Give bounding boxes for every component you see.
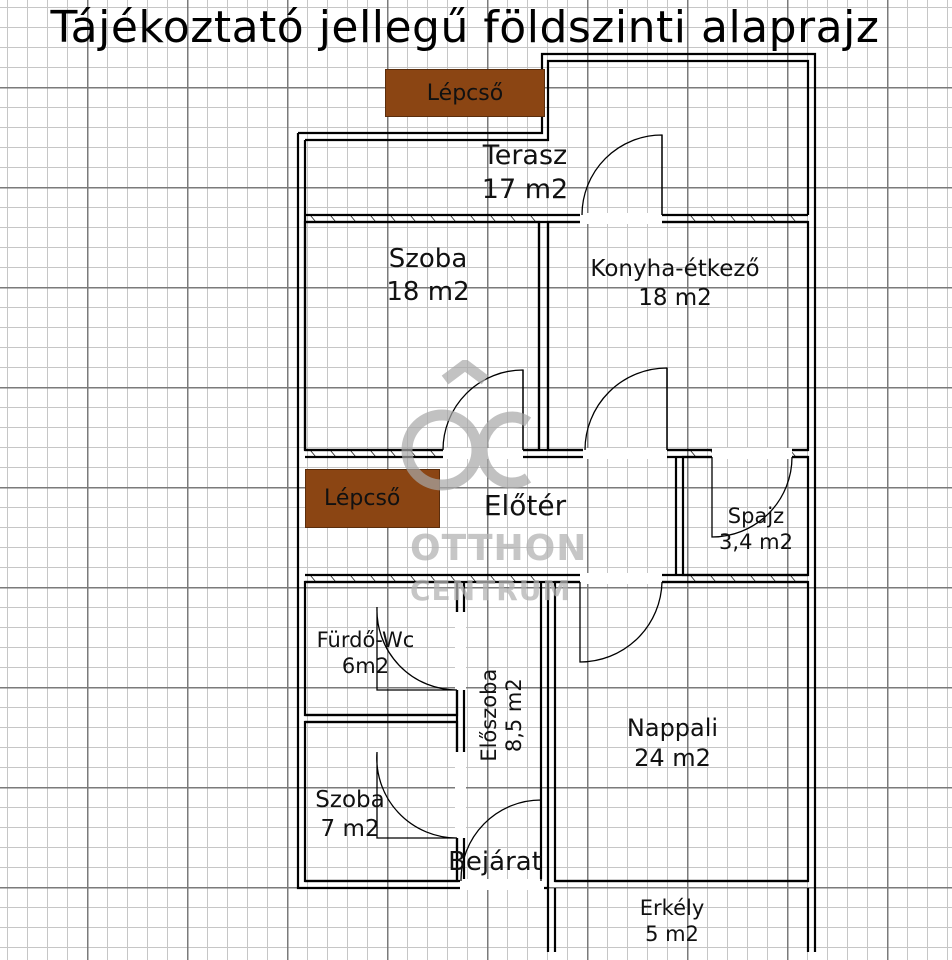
room-szoba-big: Szoba 18 m2: [358, 243, 498, 308]
outer-wall: [298, 52, 817, 952]
door-arc-furdo: [376, 606, 458, 691]
stair-top: Lépcső: [385, 69, 545, 117]
door-arc-terasz: [581, 134, 663, 216]
room-furdo: Fürdő-Wc 6m2: [303, 627, 428, 680]
room-konyha: Konyha-étkező 18 m2: [570, 255, 780, 313]
door-arc-bejarat: [460, 799, 542, 882]
room-bejarat-name: Bejárat: [448, 847, 542, 877]
room-nappali: Nappali 24 m2: [600, 713, 745, 773]
room-erkely: Erkély 5 m2: [622, 895, 722, 948]
door-arc-szoba-small: [376, 751, 458, 839]
stair-top-label: Lépcső: [426, 80, 504, 106]
door-opening-konyha: [583, 448, 667, 459]
room-erkely-name: Erkély: [639, 896, 705, 920]
room-bejarat: Bejárat: [440, 846, 550, 879]
center-wall: [537, 222, 550, 450]
outer-wall-inner-line: [305, 59, 810, 215]
room-konyha-name: Konyha-étkező: [590, 256, 760, 282]
room-spajz-area: 3,4 m2: [719, 530, 793, 555]
room-furdo-area: 6m2: [341, 654, 390, 679]
room-szoba-big-area: 18 m2: [386, 276, 470, 307]
room-spajz: Spajz 3,4 m2: [706, 503, 806, 556]
nappali-left-wall: [539, 582, 550, 888]
room-eloszoba-area: 8,5 m2: [502, 678, 526, 753]
door-leaf-lines: [522, 135, 668, 450]
door-opening-bejarat: [460, 879, 544, 890]
page-title: Tájékoztató jellegű földszinti alaprajz: [50, 2, 880, 53]
room-erkely-area: 5 m2: [645, 922, 699, 947]
room-szoba-small-area: 7 m2: [320, 815, 380, 842]
room-terasz: Terasz 17 m2: [455, 139, 595, 207]
door-opening-furdo: [455, 612, 466, 690]
room-furdo-name: Fürdő-Wc: [316, 628, 415, 652]
room-szoba-big-name: Szoba: [388, 244, 468, 274]
door-arc-szoba: [442, 369, 524, 451]
room-eloszoba: Előszoba 8,5 m2: [477, 650, 527, 780]
door-opening-nappali: [580, 573, 662, 584]
wall-hatch-terrace: [309, 214, 797, 223]
door-arc-spajz: [711, 456, 793, 538]
room-terasz-area: 17 m2: [481, 173, 569, 205]
room-terasz-name: Terasz: [482, 140, 568, 171]
door-arc-nappali: [579, 581, 663, 663]
room-eloter-name: Előtér: [483, 489, 567, 522]
door-arc-konyha: [584, 367, 668, 451]
room-eloszoba-name: Előszoba: [476, 668, 501, 762]
room-szoba-small-name: Szoba: [315, 787, 385, 813]
watermark-line2: CENTRUM: [410, 574, 572, 607]
room-konyha-area: 18 m2: [638, 284, 712, 311]
room-szoba-small: Szoba 7 m2: [295, 786, 405, 844]
stair-inner-label: Lépcső: [324, 486, 401, 511]
watermark-line1: OTTHON: [410, 528, 588, 569]
door-opening-szoba-small: [455, 752, 466, 838]
outer-wall-left: [296, 133, 550, 952]
furdo-divider: [305, 713, 457, 724]
door-opening-spajz: [712, 448, 792, 459]
room-eloter: Előtér: [470, 488, 580, 523]
room-nappali-name: Nappali: [626, 714, 719, 742]
door-opening-terasz: [580, 213, 662, 224]
room-spajz-name: Spajz: [727, 504, 785, 528]
otthon-centrum-logo: [401, 360, 532, 491]
room-nappali-area: 24 m2: [634, 744, 711, 772]
